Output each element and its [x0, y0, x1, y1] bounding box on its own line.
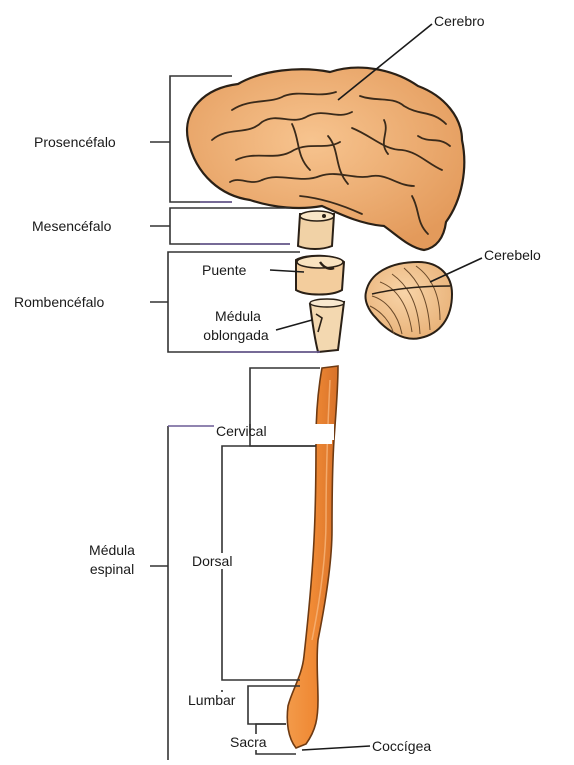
label-puente: Puente [202, 262, 246, 278]
label-cerebro: Cerebro [434, 13, 485, 29]
dorsal-bracket [222, 446, 316, 680]
label-medula-espinal-line1: Médula [76, 542, 148, 558]
mesencephalon-bracket [170, 208, 290, 244]
cervical-label-backdrop [270, 424, 334, 440]
label-dorsal: Dorsal [192, 553, 232, 569]
label-lumbar: Lumbar [188, 692, 235, 708]
spinal-cord [287, 366, 338, 748]
label-medula-oblongada-line2: oblongada [196, 327, 276, 343]
coccigea-pointer [302, 746, 370, 750]
medulla-segment [310, 299, 344, 352]
label-rombencefalo: Rombencéfalo [14, 294, 104, 310]
pons-segment [296, 256, 344, 295]
label-cerebelo: Cerebelo [484, 247, 541, 263]
cerebellum [365, 262, 452, 339]
oblongada-pointer [276, 320, 312, 330]
midbrain-segment [298, 211, 334, 249]
label-medula-espinal-line2: espinal [76, 561, 148, 577]
image-seam [160, 440, 332, 444]
label-prosencefalo: Prosencéfalo [34, 134, 116, 150]
label-sacra: Sacra [230, 734, 267, 750]
label-mesencefalo: Mesencéfalo [32, 218, 111, 234]
label-medula-oblongada-line1: Médula [200, 308, 276, 324]
label-coccigea: Coccígea [372, 738, 431, 754]
label-cervical: Cervical [216, 423, 267, 439]
